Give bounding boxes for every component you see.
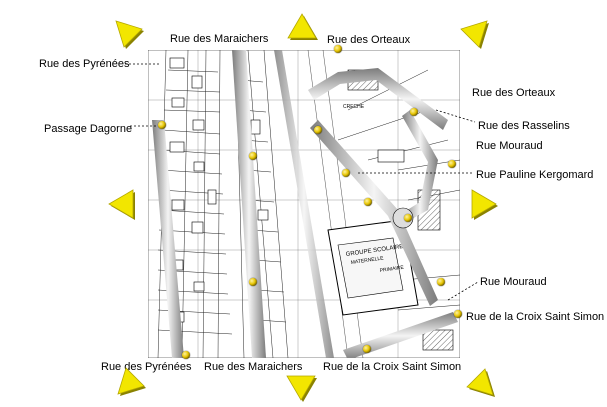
marker-croix-saint-simon-south[interactable] xyxy=(363,345,371,353)
label-rue-croix-saint-simon-right[interactable]: Rue de la Croix Saint Simon xyxy=(466,311,605,323)
pan-down-button[interactable] xyxy=(283,368,319,404)
pan-up-right-button[interactable] xyxy=(457,15,493,51)
arrow-down-icon xyxy=(286,375,317,402)
label-rue-des-rasselins[interactable]: Rue des Rasselins xyxy=(478,120,570,132)
marker-rue-mouraud[interactable] xyxy=(448,160,456,168)
arrow-down-left-icon xyxy=(117,367,146,396)
arrow-up-left-icon xyxy=(115,20,144,49)
marker-passage-dagorne[interactable] xyxy=(158,121,166,129)
label-passage-dagorne[interactable]: Passage Dagorne xyxy=(44,123,133,135)
marker-roundabout-west[interactable] xyxy=(364,198,372,206)
marker-rue-des-rasselins[interactable] xyxy=(410,108,418,116)
arrow-right-icon xyxy=(471,189,498,220)
pan-down-left-button[interactable] xyxy=(112,364,148,400)
marker-rue-des-pyrenees[interactable] xyxy=(182,351,190,359)
marker-rue-des-orteaux[interactable] xyxy=(334,45,342,53)
arrow-up-right-icon xyxy=(460,20,489,49)
cadastral-map[interactable]: GROUPE SCOLAIRE MATERNELLE PRIMAIRE CREC… xyxy=(148,50,460,358)
pan-up-button[interactable] xyxy=(284,10,320,46)
primaire-label: PRIMAIRE xyxy=(379,265,404,274)
pan-right-button[interactable] xyxy=(464,186,500,222)
label-rue-croix-saint-simon-bottom[interactable]: Rue de la Croix Saint Simon xyxy=(323,361,462,373)
label-rue-des-maraichers-bottom[interactable]: Rue des Maraichers xyxy=(204,361,303,373)
label-rue-des-pyrenees-bottom[interactable]: Rue des Pyrénées xyxy=(101,361,192,373)
marker-rue-croix-saint-simon[interactable] xyxy=(454,310,462,318)
marker-rue-pauline-kergomard[interactable] xyxy=(342,169,350,177)
label-rue-mouraud-lower[interactable]: Rue Mouraud xyxy=(480,276,547,288)
marker-rue-des-maraichers[interactable] xyxy=(249,152,257,160)
label-rue-des-orteaux-right[interactable]: Rue des Orteaux xyxy=(472,87,556,99)
marker-rue-des-maraichers-south[interactable] xyxy=(249,278,257,286)
pan-up-left-button[interactable] xyxy=(110,15,146,51)
arrow-down-right-icon xyxy=(466,368,495,397)
maternelle-label: MATERNELLE xyxy=(350,255,384,266)
pan-left-button[interactable] xyxy=(105,186,141,222)
school-block: GROUPE SCOLAIRE MATERNELLE PRIMAIRE CREC… xyxy=(327,104,419,316)
label-rue-pauline-kergomard[interactable]: Rue Pauline Kergomard xyxy=(476,169,594,181)
marker-rue-mouraud-south[interactable] xyxy=(437,278,445,286)
streets xyxy=(152,50,458,358)
creche-label: CRECHE xyxy=(343,104,365,110)
roundabout xyxy=(392,207,414,229)
arrow-left-icon xyxy=(108,189,135,220)
label-rue-mouraud-upper[interactable]: Rue Mouraud xyxy=(476,140,543,152)
marker-roundabout-east[interactable] xyxy=(404,214,412,222)
marker-rue-mouraud-north[interactable] xyxy=(314,126,322,134)
arrow-up-icon xyxy=(287,13,318,40)
label-rue-des-pyrenees-left[interactable]: Rue des Pyrénées xyxy=(39,58,130,70)
pan-down-right-button[interactable] xyxy=(463,365,499,401)
label-rue-des-maraichers-top[interactable]: Rue des Maraichers xyxy=(170,33,269,45)
label-rue-des-orteaux-top[interactable]: Rue des Orteaux xyxy=(327,34,411,46)
